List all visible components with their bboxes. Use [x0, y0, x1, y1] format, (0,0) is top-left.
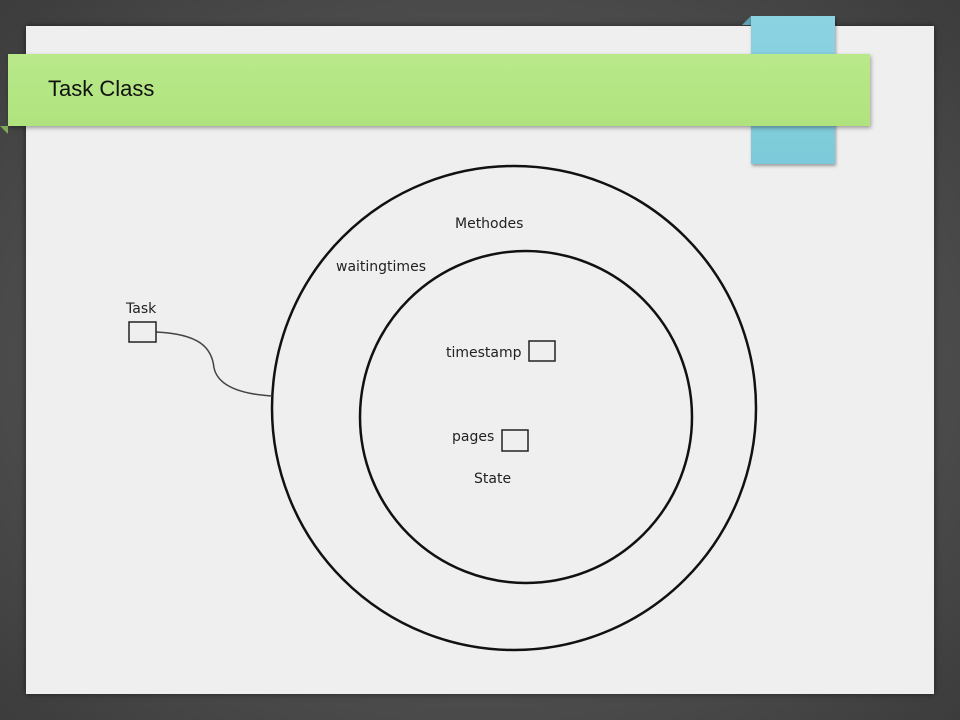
task-label: Task — [125, 301, 157, 317]
title-bar: Task Class — [8, 54, 870, 126]
waitingtimes-label: waitingtimes — [336, 259, 426, 275]
title-bar-fold — [0, 126, 8, 134]
timestamp-label: timestamp — [446, 345, 522, 361]
blue-tab-fold — [742, 16, 751, 25]
inner-circle — [358, 249, 694, 585]
connector-line — [155, 331, 273, 397]
slide-title: Task Class — [48, 76, 155, 101]
task-box — [128, 321, 157, 343]
timestamp-box — [528, 340, 556, 362]
pages-label: pages — [452, 429, 494, 445]
outer-circle — [270, 164, 758, 652]
methodes-label: Methodes — [455, 216, 523, 232]
pages-box — [501, 429, 529, 452]
state-label: State — [474, 471, 511, 487]
